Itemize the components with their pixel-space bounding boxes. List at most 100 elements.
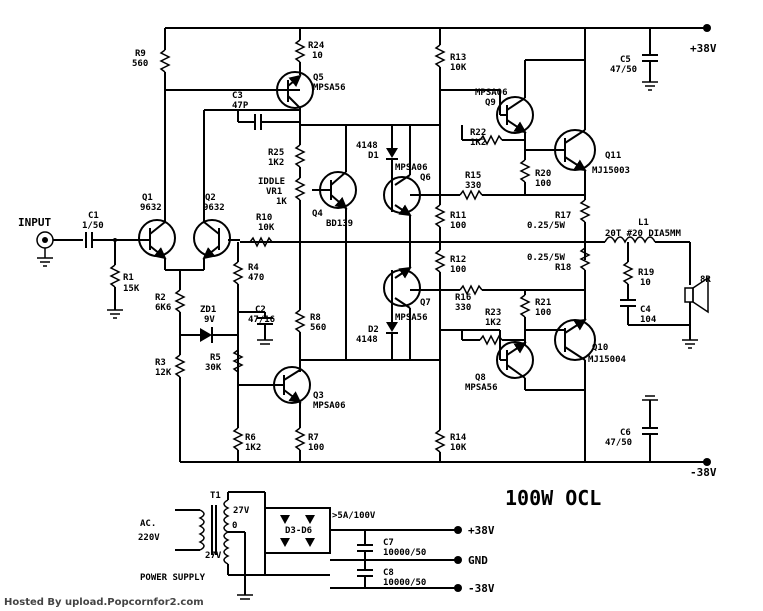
r22-resistor: [461, 125, 525, 146]
c6-value: 47/50: [605, 438, 632, 448]
r11-name: R11: [450, 211, 466, 221]
c7-name: C7: [383, 538, 394, 548]
c1-capacitor: [85, 232, 140, 248]
d1-name: D1: [368, 151, 379, 161]
q9-part: MPSA06: [475, 88, 508, 98]
r5-value: 30K: [205, 363, 222, 373]
r12-name: R12: [450, 255, 466, 265]
r14-value: 10K: [450, 443, 467, 453]
q1-value: 9632: [140, 203, 162, 213]
r7-name: R7: [308, 433, 319, 443]
r19-value: 10: [640, 278, 651, 288]
c6-capacitor: [642, 395, 658, 462]
bias-chain: [294, 124, 440, 372]
q5-value: MPSA56: [313, 83, 346, 93]
r6-value: 1K2: [245, 443, 261, 453]
input-jack: [36, 231, 83, 267]
d1-part: 4148: [356, 141, 378, 151]
r11-value: 100: [450, 221, 466, 231]
c3-name: C3: [232, 91, 243, 101]
vr1-name: VR1: [266, 187, 282, 197]
sec-bottom-voltage: 27V: [205, 551, 222, 561]
vr1-iddle: IDDLE: [258, 177, 285, 187]
psu-out-neg: -38V: [468, 582, 495, 595]
r9-value: 560: [132, 59, 148, 69]
r2-value: 6K6: [155, 303, 171, 313]
r25-name: R25: [268, 148, 284, 158]
r5-name: R5: [210, 353, 221, 363]
q2-value: 9632: [203, 203, 225, 213]
c1-name: C1: [88, 211, 99, 221]
q2-name: Q2: [205, 193, 216, 203]
r12-value: 100: [450, 265, 466, 275]
c5-capacitor: [642, 28, 658, 91]
zd1-value: 9V: [204, 315, 215, 325]
q11-name: Q11: [605, 151, 621, 161]
r23-value: 1K2: [485, 318, 501, 328]
l1-value: 20T #20 DIA5MM: [605, 229, 681, 239]
l1-coil: [604, 236, 691, 285]
r20-name: R20: [535, 169, 551, 179]
q3-transistor: [238, 366, 311, 462]
d1-diode: [386, 125, 398, 178]
d2-part: 4148: [356, 335, 378, 345]
speaker-icon: [682, 276, 709, 349]
q8-value: MPSA56: [465, 383, 498, 393]
r15-name: R15: [465, 171, 481, 181]
driver-column: [434, 28, 500, 462]
r10-feedback: [249, 236, 273, 248]
r4-name: R4: [248, 263, 259, 273]
r15-value: 330: [465, 181, 481, 191]
psu-terminal-neg: [454, 584, 462, 592]
r22-name: R22: [470, 128, 486, 138]
q6-transistor: [383, 125, 525, 242]
c7-value: 10000/50: [383, 548, 426, 558]
r18-value: 0.25/5W: [527, 253, 566, 263]
r1-name: R1: [123, 273, 134, 283]
q10-transistor: [525, 300, 596, 462]
q7-part: MPSA56: [395, 313, 428, 323]
title: 100W OCL: [505, 486, 601, 510]
d2-diode: [386, 305, 398, 360]
speaker-label: 8R: [700, 275, 711, 285]
psu-transformer: [175, 491, 330, 600]
r9-name: R9: [135, 49, 146, 59]
q11-value: MJ15003: [592, 166, 630, 176]
input-label: INPUT: [18, 216, 51, 229]
q3-value: MPSA06: [313, 401, 346, 411]
r1-resistor: [107, 240, 123, 319]
q10-name: Q10: [592, 343, 608, 353]
c1-value: 1/50: [82, 221, 104, 231]
r16-value: 330: [455, 303, 471, 313]
r24-name: R24: [308, 41, 325, 51]
c5-value: 47/50: [610, 65, 637, 75]
q5-name: Q5: [313, 73, 324, 83]
c5-name: C5: [620, 55, 631, 65]
c3-value: 47P: [232, 101, 249, 111]
r4-value: 470: [248, 273, 264, 283]
bridge-name: D3-D6: [285, 526, 312, 536]
r7-value: 100: [308, 443, 324, 453]
zobel-network: [620, 242, 690, 326]
c6-name: C6: [620, 428, 631, 438]
psu-terminal-pos: [454, 526, 462, 534]
q5-transistor: [276, 28, 314, 145]
l1-name: L1: [638, 218, 649, 228]
sec-top-voltage: 27V: [233, 506, 250, 516]
q4-transistor: [312, 125, 357, 360]
psu-label: POWER SUPPLY: [140, 573, 206, 583]
r13-name: R13: [450, 53, 466, 63]
q9-transistor: [496, 59, 585, 150]
c2-value: 47/16: [248, 315, 275, 325]
q11-transistor: [525, 28, 596, 300]
sec-center-tap: 0: [232, 521, 237, 531]
q1-name: Q1: [142, 193, 153, 203]
q6-part: MPSA06: [395, 163, 428, 173]
r8-name: R8: [310, 313, 321, 323]
c2-name: C2: [255, 305, 266, 315]
r17-name: R17: [555, 211, 571, 221]
r10-name: R10: [256, 213, 272, 223]
q10-value: MJ15004: [588, 355, 627, 365]
